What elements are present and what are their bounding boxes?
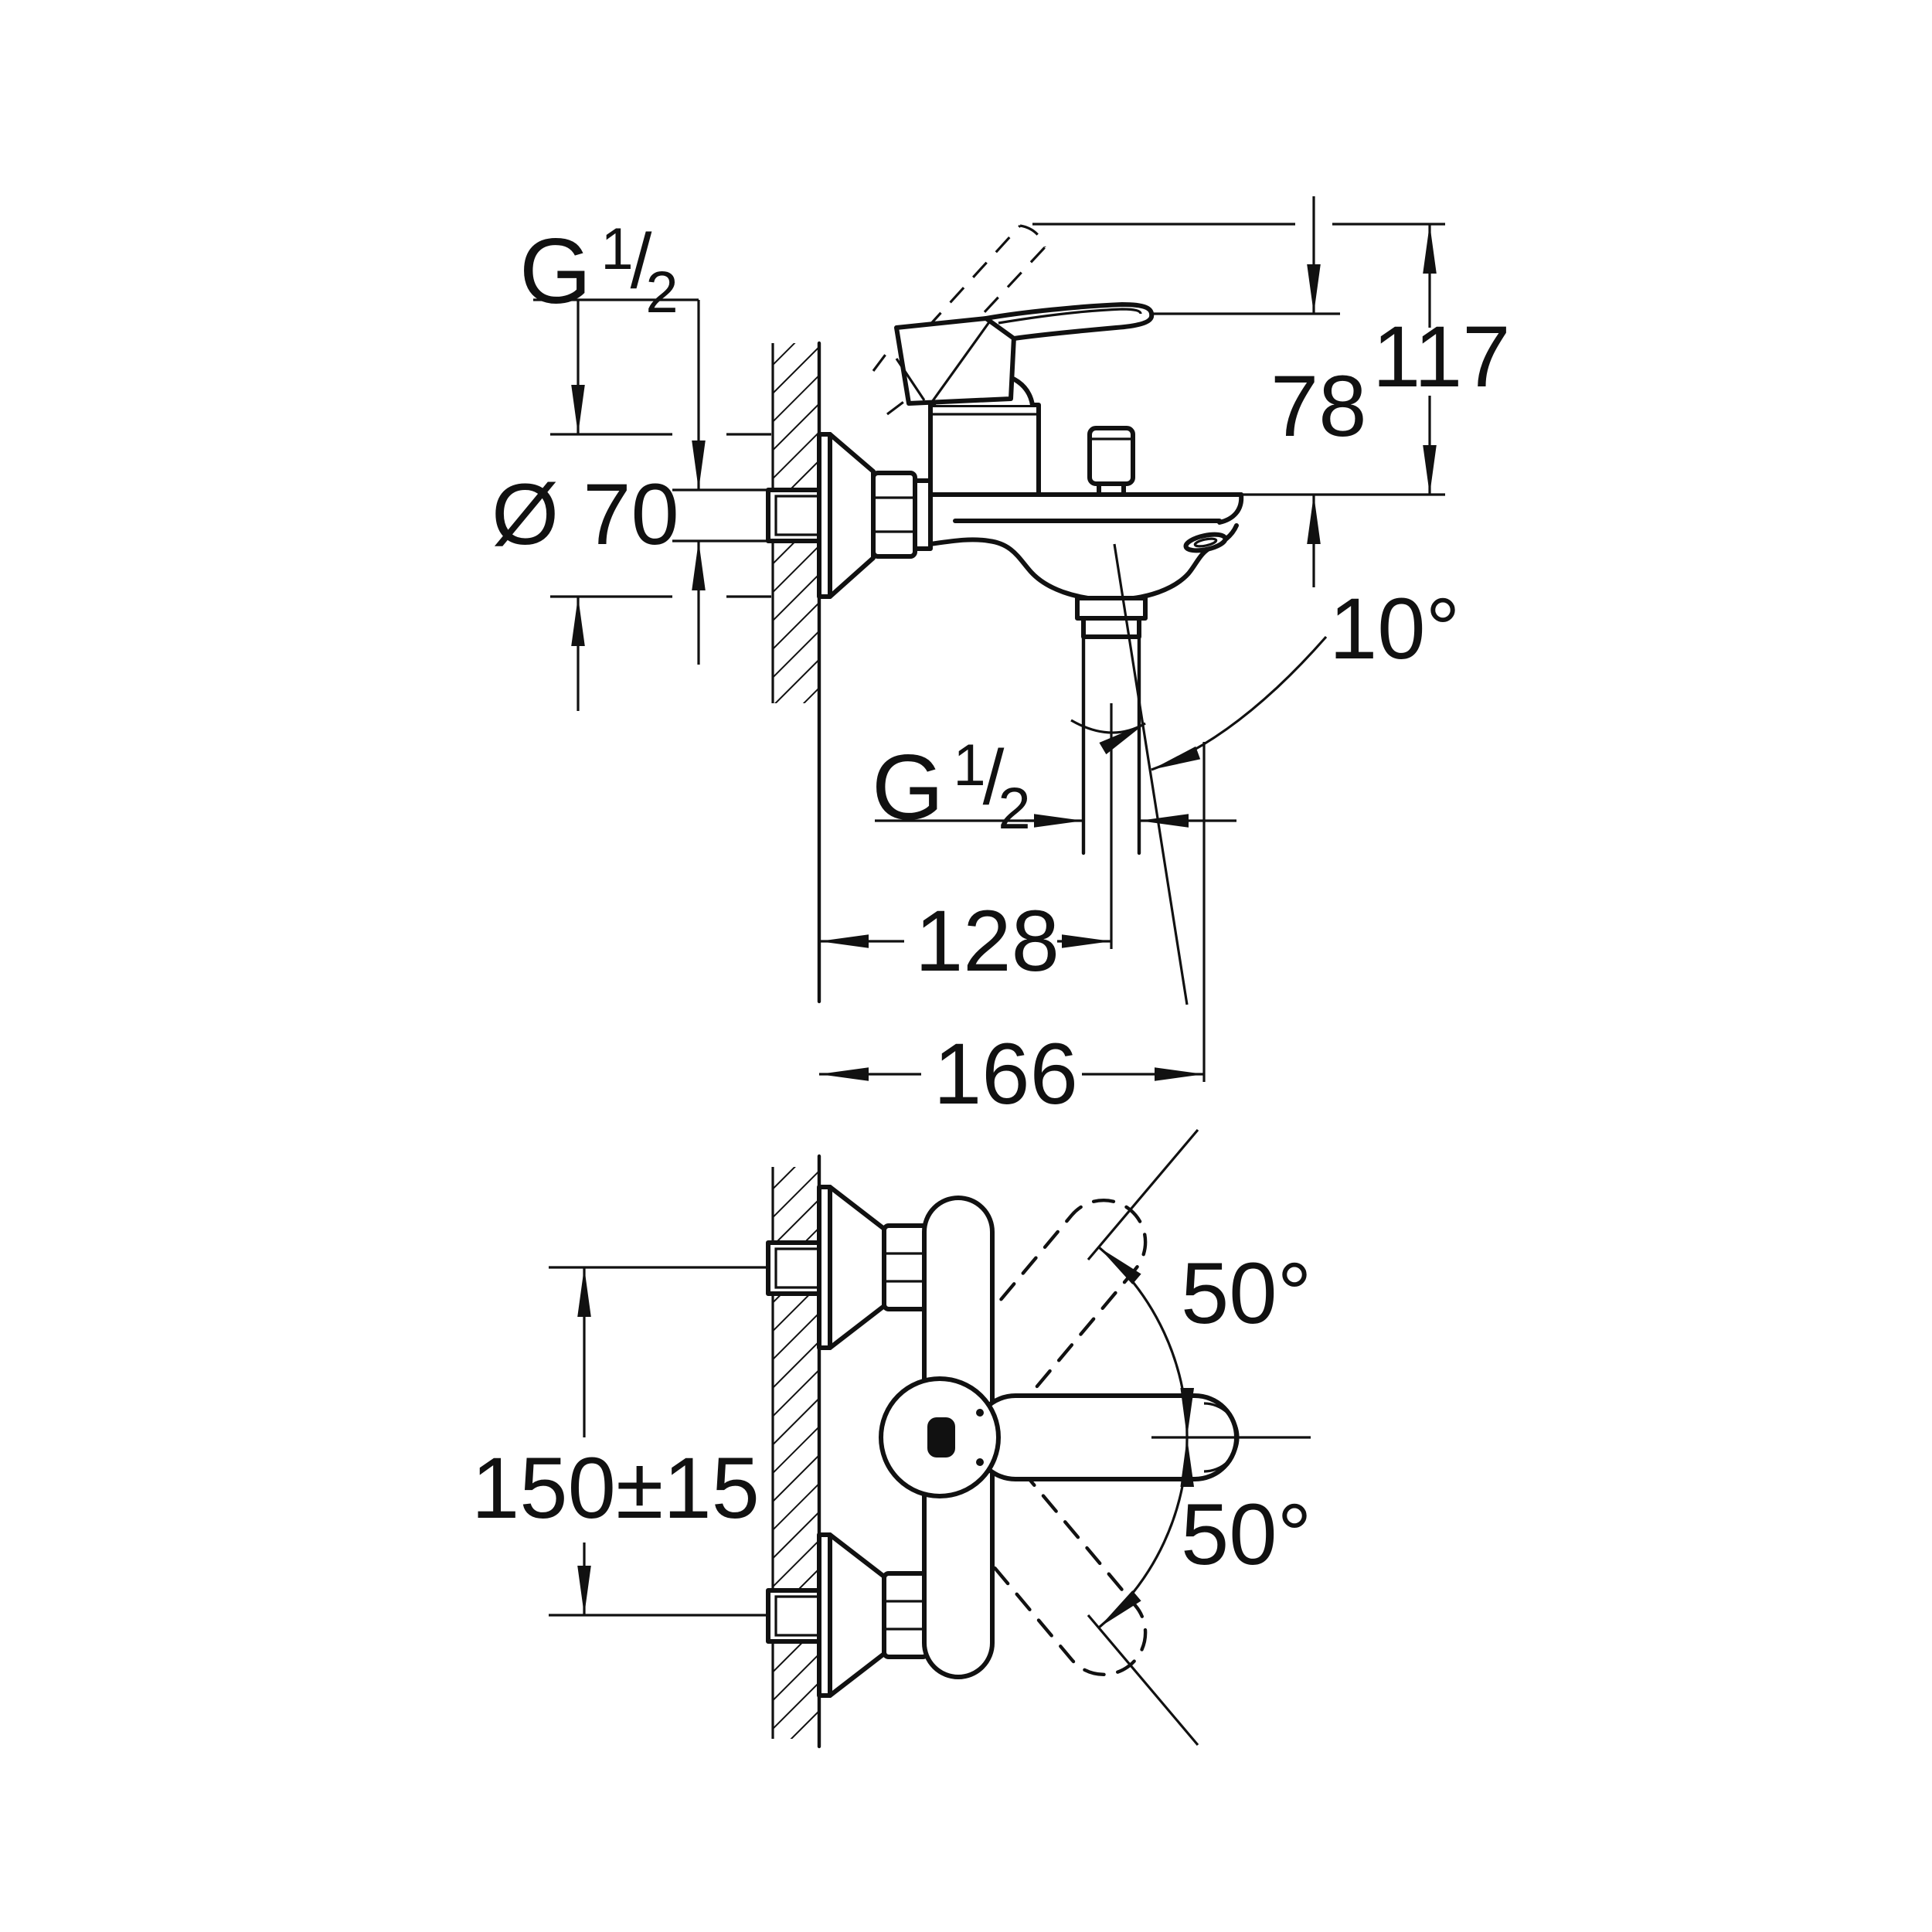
inlet-pipe-upper [766, 1240, 823, 1296]
wall-section [771, 341, 821, 1004]
lever-front [879, 1376, 1311, 1498]
lever-base-facet-2 [895, 358, 926, 401]
lever-blade-inner-line [998, 308, 1142, 325]
union-connector [913, 478, 933, 551]
swivel-up-ray [1087, 1128, 1199, 1261]
height-open-label: 117 [1372, 308, 1511, 405]
swivel-up-label: 50° [1181, 1245, 1311, 1342]
inlet-distance-label: 150±15 [471, 1440, 760, 1536]
body-underside [928, 523, 1239, 602]
pipe-square-inner [774, 495, 821, 536]
dim-heights: 78 117 [1032, 196, 1511, 587]
hub-dot-bottom [976, 1458, 984, 1466]
dim-wall-to-spout: 166 [819, 1026, 1204, 1122]
diverter-knob [1087, 426, 1135, 497]
angle-arc-inner [1070, 719, 1146, 755]
spout-end-round [1217, 492, 1244, 525]
hub-logo-mark [927, 1417, 955, 1458]
union-nut-lower [882, 1571, 930, 1659]
escutcheon-rim [817, 432, 832, 599]
hub-dot-top [976, 1409, 984, 1417]
dim-spout-angle: 10° [1070, 543, 1460, 1082]
union-nut [871, 471, 917, 559]
escutcheon [817, 432, 876, 599]
lever-dashed-down [923, 1427, 1148, 1676]
inlet-pipe-lower [766, 1588, 823, 1644]
swivel-down-arc [1097, 1437, 1194, 1629]
swivel-down-ray [1087, 1614, 1199, 1747]
escutcheon-diameter-label: Ø 70 [492, 466, 679, 563]
cartridge-housing [928, 403, 1041, 497]
escutcheon-lower [817, 1532, 930, 1698]
spout-angle-label: 10° [1329, 580, 1460, 677]
escutcheon-upper [817, 1185, 930, 1350]
dim-escutcheon-diameter: Ø 70 [492, 433, 771, 711]
swivel-down-label: 50° [1181, 1486, 1311, 1583]
height-closed-label: 78 [1270, 358, 1367, 454]
union-nut-upper [882, 1223, 930, 1311]
dim-inlet-distance: 150±15 [471, 1266, 768, 1617]
angle-arc-outer [1151, 635, 1328, 771]
dim-swivel-up: 50° [1087, 1128, 1311, 1438]
dim-swivel-down: 50° [1087, 1437, 1311, 1747]
spout [928, 492, 1244, 602]
lever-blade [984, 302, 1155, 341]
wall-to-shower-label: 128 [915, 893, 1060, 989]
angle-slant-line [1113, 543, 1189, 1005]
dim-wall-to-shower: 128 [819, 893, 1111, 989]
escutcheon-cone [828, 432, 876, 599]
lever-base-facet [930, 319, 992, 403]
inlet-pipe-fitting [766, 488, 823, 543]
lever-base [894, 316, 1016, 406]
spout-outlet [1183, 532, 1228, 553]
front-view: 50° 50° 150±15 [471, 1128, 1311, 1749]
wall-to-spout-label: 166 [934, 1026, 1078, 1122]
swivel-up-arc [1097, 1246, 1194, 1438]
